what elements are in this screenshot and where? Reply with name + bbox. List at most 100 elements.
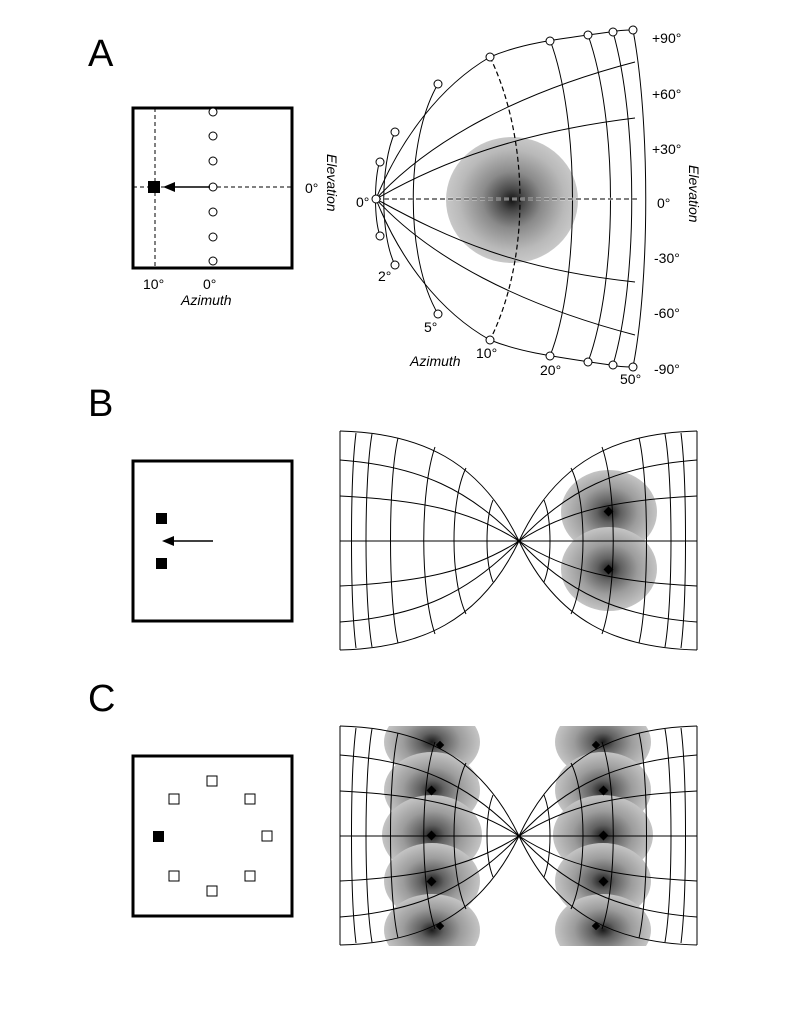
left-iso-azimuth <box>365 728 373 943</box>
right-iso-azimuth <box>680 432 686 649</box>
open-square-marker <box>168 793 180 805</box>
left-iso-azimuth <box>453 762 467 910</box>
map-node <box>433 79 443 89</box>
activity-peak <box>591 740 601 750</box>
open-square-marker <box>244 870 256 882</box>
map-node <box>375 231 385 241</box>
map-node <box>628 362 638 372</box>
activity-peak <box>426 830 437 841</box>
activity-peak <box>426 785 437 796</box>
panel-c-stimulus <box>131 754 294 918</box>
iso-azimuth-30 <box>587 34 611 363</box>
left-iso-azimuth <box>453 467 467 615</box>
iso-elevation-30 <box>375 117 636 200</box>
map-node <box>545 351 555 361</box>
iso-azimuth-2 <box>383 131 396 266</box>
right-iso-elevation <box>518 459 698 542</box>
activity-peak <box>426 876 437 887</box>
right-iso-azimuth <box>680 727 686 944</box>
map-elevation-label: Elevation <box>686 165 702 223</box>
right-iso-elevation <box>518 754 698 837</box>
elevation-tick-minus30: -30° <box>654 250 680 266</box>
right-iso-azimuth <box>638 732 647 939</box>
left-iso-elevation <box>339 835 520 918</box>
activity-peak <box>603 506 614 517</box>
iso-elevation-60 <box>375 61 636 200</box>
iso-azimuth-50 <box>632 29 647 368</box>
left-iso-azimuth <box>365 433 373 648</box>
right-iso-azimuth <box>638 437 647 644</box>
open-circle-marker <box>208 156 218 166</box>
panel-b-stimulus <box>131 459 294 623</box>
right-iso-azimuth <box>664 728 672 943</box>
activity-peak <box>598 830 609 841</box>
arrow-head-icon <box>163 182 175 192</box>
panel-b-map <box>339 430 698 651</box>
left-iso-elevation <box>339 835 520 882</box>
open-square-marker <box>206 885 218 897</box>
right-iso-elevation <box>518 495 698 542</box>
panel-b-letter: B <box>88 383 113 425</box>
filled-square-marker <box>156 513 167 524</box>
iso-elevation-minus60 <box>375 198 636 336</box>
map-node <box>583 30 593 40</box>
panel-c-letter: C <box>88 678 115 720</box>
panel-a-letter: A <box>88 33 114 75</box>
open-circle-marker <box>208 182 218 192</box>
azimuth-tick-20: 20° <box>540 362 561 378</box>
stimulus-elevation-label: Elevation <box>324 154 340 212</box>
right-iso-elevation <box>518 835 698 918</box>
open-circle-marker <box>208 232 218 242</box>
open-square-marker <box>168 870 180 882</box>
panel-b: B <box>88 383 698 651</box>
left-iso-elevation <box>339 459 520 542</box>
map-node <box>545 36 555 46</box>
elevation-tick-minus90: -90° <box>654 361 680 377</box>
filled-square-marker <box>148 181 160 193</box>
open-square-marker <box>206 775 218 787</box>
right-iso-azimuth <box>570 762 584 910</box>
map-node <box>433 309 443 319</box>
stimulus-elevation-tick: 0° <box>305 180 318 196</box>
open-circle-markers <box>208 107 218 266</box>
left-iso-azimuth <box>390 437 399 644</box>
open-circle-marker <box>208 256 218 266</box>
map-node <box>375 157 385 167</box>
iso-azimuth-5 <box>412 83 439 315</box>
open-square-marker <box>244 793 256 805</box>
azimuth-tick-10: 10° <box>476 345 497 361</box>
azimuth-tick-0: 0° <box>356 194 369 210</box>
right-iso-elevation <box>518 790 698 837</box>
panel-a-map: +90° +60° +30° 0° -30° -60° -90° Elevati… <box>356 25 702 387</box>
open-circle-marker <box>208 207 218 217</box>
right-iso-azimuth <box>570 467 584 615</box>
map-node <box>485 52 495 62</box>
elevation-tick-plus90: +90° <box>652 30 681 46</box>
right-iso-elevation <box>518 540 698 623</box>
activity-peak <box>591 921 601 931</box>
azimuth-tick-2: 2° <box>378 268 391 284</box>
left-iso-azimuth <box>423 446 436 635</box>
map-node <box>390 260 400 270</box>
filled-square-marker <box>153 831 164 842</box>
left-iso-azimuth <box>351 432 357 649</box>
elevation-tick-minus60: -60° <box>654 305 680 321</box>
arrow-head-icon <box>162 536 174 546</box>
map-node <box>485 335 495 345</box>
activity-peak <box>435 921 445 931</box>
right-iso-azimuth <box>601 741 614 930</box>
map-node <box>608 27 618 37</box>
elevation-tick-plus30: +30° <box>652 141 681 157</box>
panel-c: C <box>88 678 698 946</box>
open-square-marker <box>261 830 273 842</box>
right-iso-elevation <box>518 540 698 587</box>
azimuth-tick-5: 5° <box>424 319 437 335</box>
open-circle-marker <box>208 107 218 117</box>
stimulus-azimuth-label: Azimuth <box>180 292 232 308</box>
left-iso-elevation <box>339 790 520 837</box>
map-node <box>390 127 400 137</box>
azimuth-tick-0: 0° <box>203 276 216 292</box>
map-node <box>371 194 381 204</box>
azimuth-tick-10: 10° <box>143 276 164 292</box>
